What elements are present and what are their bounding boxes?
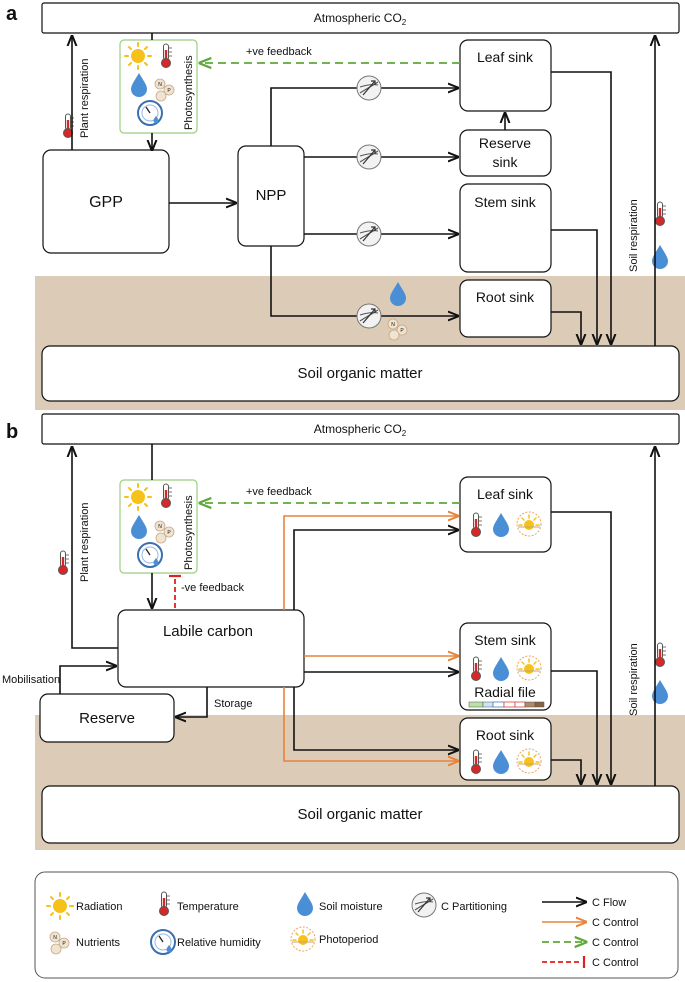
svg-text:N: N	[391, 322, 395, 328]
legend-c-partitioning: C Partitioning	[441, 901, 507, 913]
panel-b: b Atmospheric CO2 N P Photosynthesis Lab…	[2, 413, 685, 850]
reserve-label: Reserve	[79, 710, 135, 727]
carbon-flow-arrows	[59, 444, 655, 786]
negative-feedback-label: -ve feedback	[181, 582, 244, 594]
nutrients-icon: N P	[154, 78, 175, 102]
relative-humidity-icon	[137, 542, 163, 568]
legend-c-control-red: C Control	[592, 957, 638, 969]
photoperiod-icon	[516, 511, 542, 537]
photoperiod-icon	[516, 748, 542, 774]
root-sink-box	[459, 279, 552, 338]
c-control-red-sample	[542, 956, 586, 968]
temperature-icon	[655, 201, 667, 226]
reserve-box	[39, 693, 175, 743]
relative-humidity-icon	[150, 929, 176, 955]
labile-carbon-box	[117, 609, 305, 688]
leaf-sink-label: Leaf sink	[477, 486, 534, 502]
temperature-icon	[655, 642, 667, 667]
c-partitioning-icon	[356, 221, 382, 247]
reserve-sink-label-2: sink	[493, 154, 519, 170]
soil-respiration-label: Soil respiration	[628, 643, 640, 716]
negative-feedback-arrow	[169, 574, 181, 608]
soil-organic-matter-label: Soil organic matter	[297, 365, 422, 382]
c-partitioning-icon	[411, 892, 437, 918]
leaf-sink-box	[459, 39, 552, 112]
positive-feedback-label: +ve feedback	[246, 486, 312, 498]
nutrients-icon: N P	[154, 520, 175, 544]
svg-text:P: P	[167, 530, 171, 536]
legend-temperature: Temperature	[177, 901, 239, 913]
leaf-sink-label: Leaf sink	[477, 49, 534, 65]
radiation-icon	[124, 42, 152, 70]
stem-sink-label: Stem sink	[474, 194, 536, 210]
temperature-icon	[58, 550, 70, 575]
legend-c-control-green: C Control	[592, 937, 638, 949]
legend-box	[34, 871, 679, 979]
photoperiod-icon	[290, 926, 316, 952]
svg-text:P: P	[400, 328, 404, 334]
root-sink-label: Root sink	[476, 289, 535, 305]
photoperiod-icon	[516, 655, 542, 681]
legend-c-control-orange: C Control	[592, 917, 638, 929]
gpp-label: GPP	[89, 194, 123, 211]
soil-respiration-label: Soil respiration	[628, 199, 640, 272]
legend-nutrients: Nutrients	[76, 937, 121, 949]
relative-humidity-icon	[137, 100, 163, 126]
soil-organic-matter-box	[41, 345, 680, 402]
reserve-sink-label: Reserve	[479, 135, 531, 151]
legend-radiation: Radiation	[76, 901, 122, 913]
carbon-flow-arrows	[72, 33, 655, 346]
atmospheric-co2-box	[41, 2, 680, 34]
npp-label: NPP	[256, 187, 287, 204]
atmospheric-co2-label: Atmospheric CO2	[314, 11, 407, 27]
panel-a: a Atmospheric CO2 N P Photosynthesis GPP…	[6, 2, 685, 410]
nutrients-icon: N P	[49, 931, 70, 955]
plant-respiration-label: Plant respiration	[79, 503, 91, 583]
radiation-icon	[124, 483, 152, 511]
radial-file-label: Radial file	[474, 684, 536, 700]
carbon-control-arrows	[283, 516, 458, 761]
storage-label: Storage	[214, 698, 253, 710]
labile-carbon-label: Labile carbon	[163, 623, 253, 640]
panel-label: b	[6, 421, 18, 443]
mobilisation-label: Mobilisation	[2, 674, 60, 686]
plant-respiration-label: Plant respiration	[79, 59, 91, 139]
legend-soil-moisture: Soil moisture	[319, 901, 383, 913]
svg-text:N: N	[158, 524, 162, 530]
positive-feedback-label: +ve feedback	[246, 46, 312, 58]
radial-file-icon	[468, 701, 545, 708]
radiation-icon	[46, 892, 74, 920]
c-partitioning-icon	[356, 303, 382, 329]
stem-sink-box	[459, 183, 552, 273]
photosynthesis-label: Photosynthesis	[183, 55, 195, 130]
legend: Radiation Temperature Soil moisture C Pa…	[34, 871, 679, 979]
svg-text:P: P	[62, 941, 66, 947]
root-sink-label: Root sink	[476, 727, 535, 743]
stem-sink-label: Stem sink	[474, 632, 536, 648]
legend-relative-humidity: Relative humidity	[177, 937, 261, 949]
soil-organic-matter-label: Soil organic matter	[297, 806, 422, 823]
atmospheric-co2-box	[41, 413, 680, 445]
c-partitioning-icon	[356, 75, 382, 101]
svg-text:N: N	[158, 82, 162, 88]
c-partitioning-icon	[356, 144, 382, 170]
photosynthesis-label: Photosynthesis	[183, 495, 195, 570]
svg-text:N: N	[53, 935, 57, 941]
nutrients-icon: N P	[387, 318, 408, 341]
legend-c-flow: C Flow	[592, 897, 626, 909]
atmospheric-co2-label: Atmospheric CO2	[314, 422, 407, 438]
svg-text:P: P	[167, 88, 171, 94]
gpp-box	[42, 149, 170, 254]
soil-organic-matter-box	[41, 785, 680, 844]
panel-label: a	[6, 3, 18, 25]
legend-photoperiod: Photoperiod	[319, 934, 378, 946]
